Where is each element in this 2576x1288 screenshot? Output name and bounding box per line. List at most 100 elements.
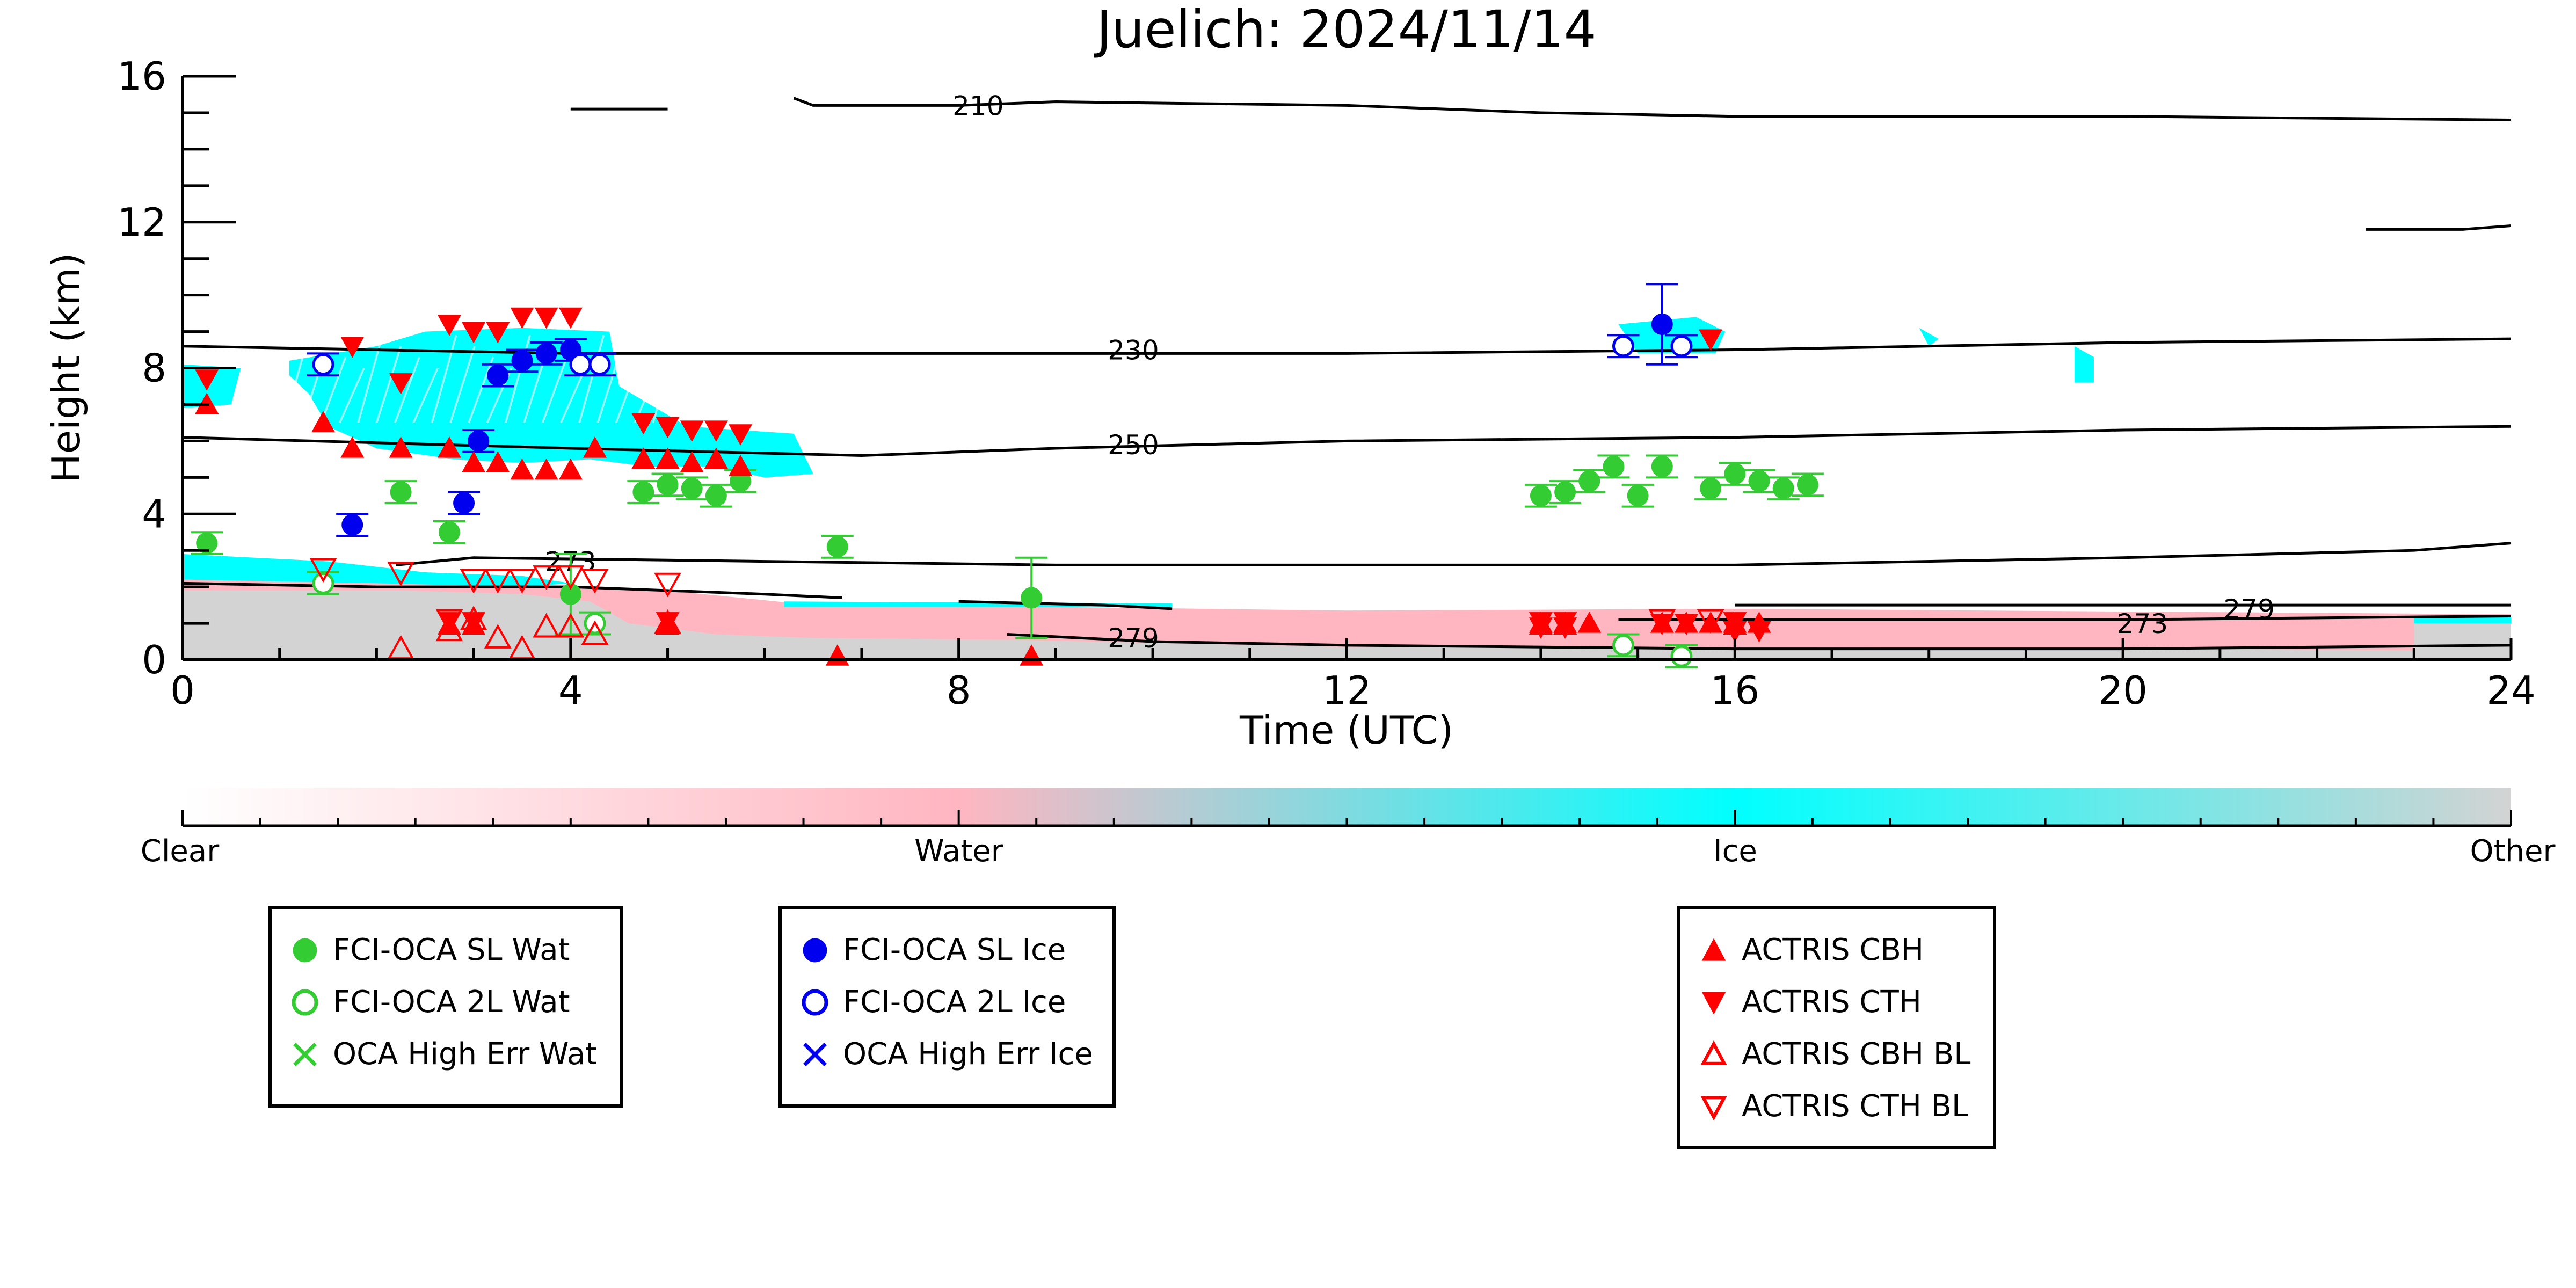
triangle-up-marker <box>704 447 728 469</box>
x-marker-icon <box>803 1042 827 1066</box>
triangle-down-marker <box>534 307 558 329</box>
filled-circle-marker <box>341 514 363 536</box>
triangle-down-marker <box>558 307 583 329</box>
legend-label: FCI-OCA 2L Ice <box>843 985 1066 1020</box>
contour-label: 279 <box>2223 594 2274 625</box>
ice-streak <box>412 367 439 424</box>
legend-label: ACTRIS CBH <box>1742 933 1924 967</box>
triangle-up-marker <box>680 451 704 472</box>
open-triangle-up-marker <box>484 624 512 649</box>
triangle-down-marker <box>631 413 656 435</box>
filled-circle-marker <box>826 536 848 558</box>
filled-circle-marker <box>632 481 654 503</box>
triangle-down-marker <box>1723 612 1747 634</box>
ice-streak <box>468 356 494 424</box>
contour-line-210 <box>793 97 2511 122</box>
legend-item: FCI-OCA 2L Ice <box>800 976 1094 1028</box>
filled-circle-marker <box>1796 474 1818 496</box>
open-triangle-down-marker <box>460 569 487 594</box>
ice-streak <box>283 334 310 423</box>
x-tick-label: 8 <box>947 668 971 713</box>
filled-circle-marker <box>390 481 412 503</box>
ice-streak <box>449 346 476 424</box>
triangle-down-marker <box>486 322 510 344</box>
filled-circle-marker <box>1554 481 1576 503</box>
triangle-up-marker <box>389 436 413 458</box>
triangle-up-marker <box>583 436 607 458</box>
legend-actris: ACTRIS CBH ACTRIS CTH ACTRIS CBH BL ACTR… <box>1677 906 1996 1149</box>
other-phase-region <box>183 590 2511 660</box>
contour-line-279 <box>958 600 1173 610</box>
filled-circle-icon <box>293 938 317 962</box>
triangle-up-marker <box>311 411 336 433</box>
filled-circle-marker <box>1748 470 1770 492</box>
other-phase-region <box>2414 616 2511 653</box>
filled-circle-marker <box>681 477 703 499</box>
filled-circle-marker <box>1578 470 1600 492</box>
open-triangle-up-marker <box>581 620 609 645</box>
filled-circle-marker <box>453 492 475 514</box>
filled-circle-marker <box>1651 455 1673 477</box>
data-markers <box>195 307 1818 667</box>
open-circle-marker <box>569 353 592 376</box>
triangle-up-marker <box>656 447 680 469</box>
other-phase-region <box>212 612 318 635</box>
ice-streak <box>615 356 642 424</box>
filled-circle-marker <box>1603 455 1625 477</box>
open-triangle-down-marker <box>654 572 681 598</box>
open-triangle-down-marker <box>309 558 337 583</box>
ice-streak <box>596 346 623 424</box>
legend-label: ACTRIS CTH <box>1742 985 1922 1020</box>
temperature-contours <box>183 97 2511 651</box>
filled-circle-marker <box>535 343 557 365</box>
legend-label: FCI-OCA SL Ice <box>843 933 1066 967</box>
legend-item: FCI-OCA SL Ice <box>800 924 1094 976</box>
ice-streak <box>670 346 697 424</box>
x-tick-label: 12 <box>1322 668 1372 713</box>
ice-streak <box>431 334 457 423</box>
legend-item: FCI-OCA SL Wat <box>290 924 601 976</box>
contour-label: 279 <box>1108 623 1159 654</box>
legend-ice: FCI-OCA SL Ice FCI-OCA 2L Ice OCA High E… <box>778 906 1116 1108</box>
filled-circle-marker <box>1724 463 1746 485</box>
triangle-up-icon <box>1701 938 1726 961</box>
legend-label: OCA High Err Ice <box>843 1037 1093 1072</box>
open-triangle-down-marker <box>1697 609 1724 634</box>
open-circle-marker <box>312 572 334 594</box>
open-triangle-down-icon <box>1700 1095 1727 1120</box>
colorbar-label-water: Water <box>914 834 1004 869</box>
ice-phase-region <box>183 364 241 409</box>
triangle-down-marker <box>656 417 680 439</box>
contour-label: 210 <box>952 90 1003 121</box>
triangle-up-marker <box>510 458 534 480</box>
triangle-down-marker <box>1747 621 1771 643</box>
contour-line-250 <box>183 425 2511 457</box>
triangle-up-marker <box>437 436 461 458</box>
y-axis-label: Height (km) <box>43 253 89 483</box>
legend-item: ACTRIS CBH BL <box>1699 1028 1975 1080</box>
legend-item: ACTRIS CTH <box>1699 976 1975 1028</box>
colorbar-label-other: Other <box>2470 834 2556 869</box>
filled-circle-marker <box>705 485 727 507</box>
triangle-up-marker <box>558 458 583 480</box>
legend-item: ACTRIS CTH BL <box>1699 1080 1975 1132</box>
y-tick-label: 12 <box>117 200 166 245</box>
filled-circle-marker <box>1021 587 1043 609</box>
triangle-down-marker <box>462 612 486 634</box>
colorbar: Clear Water Ice Other <box>141 788 2556 869</box>
open-triangle-down-marker <box>484 569 512 594</box>
filled-circle-marker <box>511 350 533 372</box>
contour-line-273 <box>1618 614 2511 621</box>
ice-streak <box>394 356 420 424</box>
ice-phase-region <box>1919 328 1939 346</box>
ice-streak <box>338 367 365 424</box>
ice-phase-region <box>183 554 571 587</box>
legend-label: ACTRIS CBH BL <box>1742 1037 1971 1072</box>
filled-circle-marker <box>1700 477 1722 499</box>
y-tick-label: 8 <box>142 346 166 391</box>
triangle-down-icon <box>1701 991 1726 1014</box>
filled-circle-marker <box>487 365 509 387</box>
